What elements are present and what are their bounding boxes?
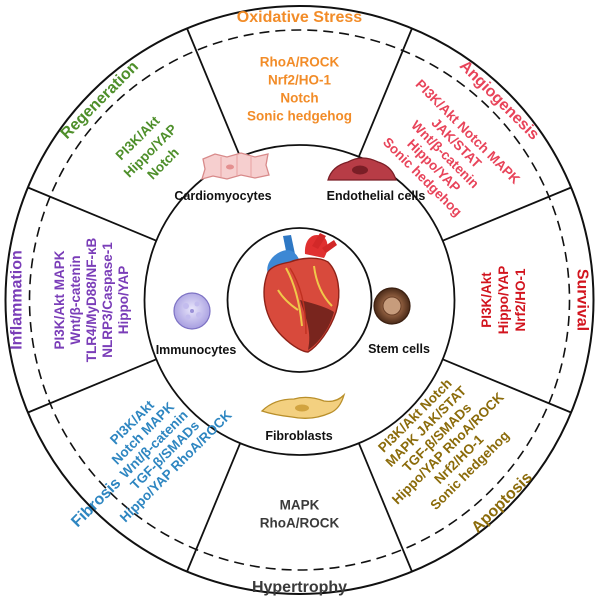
pathway-item: Hippo/YAP (116, 266, 131, 335)
segment-divider (27, 358, 157, 414)
segment-divider (357, 28, 413, 158)
cardiomyocyte-icon (201, 152, 270, 180)
segment-divider (442, 186, 572, 242)
segment-title: Oxidative Stress (237, 9, 363, 26)
segment-divider (27, 186, 157, 242)
pathway-list: MAPK RhoA/ROCK (260, 498, 340, 531)
cell-label-stem-cells: Stem cells (368, 342, 430, 356)
pathway-item: PI3K/Akt (479, 272, 494, 328)
segment-divider (357, 442, 413, 572)
cell-label-fibroblasts: Fibroblasts (265, 429, 332, 443)
pathway-item: RhoA/ROCK (260, 516, 340, 531)
pathway-item: Nrf2/HO-1 (268, 73, 332, 88)
endothelial-cell-icon (327, 157, 397, 181)
segment-inflammation: Inflammation PI3K/Akt MAPKWnt/β-cateninT… (9, 237, 131, 362)
pathway-item: TLR4/MyD88/NF-κB (84, 237, 99, 362)
segment-dividers (27, 28, 572, 572)
heart-icon (263, 233, 340, 353)
cell-label-immunocytes: Immunocytes (156, 343, 237, 357)
segment-title: Inflammation (9, 250, 26, 350)
immunocyte-icon (173, 292, 211, 330)
pathway-list: PI3K/Akt MAPKWnt/β-cateninTLR4/MyD88/NF-… (52, 237, 131, 362)
segment-divider (442, 358, 572, 414)
segment-hypertrophy: Hypertrophy MAPK RhoA/ROCK (252, 498, 347, 597)
pathway-item: Sonic hedgehog (247, 109, 352, 124)
pathway-item: MAPK (280, 498, 320, 513)
fibroblast-icon (260, 392, 346, 419)
cell-label-cardiomyocytes: Cardiomyocytes (174, 189, 271, 203)
pathway-item: RhoA/ROCK (260, 55, 340, 70)
pathway-item: Hippo/YAP (496, 266, 511, 335)
dashed-ring (28, 29, 571, 571)
pathway-item: NLRP3/Caspase-1 (100, 242, 115, 358)
segment-title: Hypertrophy (252, 579, 347, 596)
cell-label-endothelial-cells: Endothelial cells (327, 189, 426, 203)
pathway-item: Notch (280, 91, 318, 106)
pathway-item: Wnt/β-catenin (68, 255, 83, 344)
segment-title: Survival (573, 269, 590, 331)
segment-divider (186, 442, 242, 572)
stem-cell-icon (373, 287, 411, 325)
segment-divider (186, 28, 242, 158)
pathway-item: PI3K/Akt MAPK (52, 250, 67, 349)
pathway-item: Nrf2/HO-1 (513, 268, 528, 332)
